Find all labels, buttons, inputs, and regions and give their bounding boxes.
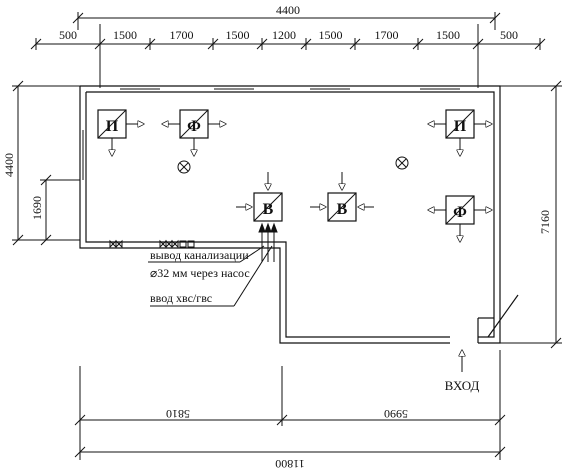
cross-circle-icon <box>395 156 409 170</box>
exhaust-unit-1: В <box>236 172 283 222</box>
exhaust-unit-2: В <box>310 172 374 222</box>
bottom-right-dimension: 5990 <box>384 407 408 421</box>
filter-unit-1-label: Ф <box>187 118 201 135</box>
windows <box>82 88 460 180</box>
cross-circle-icon <box>177 160 191 174</box>
filter-unit-2-label: Ф <box>453 204 467 221</box>
supply-unit-1-label: П <box>106 118 119 135</box>
filter-unit-2: Ф <box>428 195 492 242</box>
right-dimension <box>500 80 562 349</box>
top-dimensions <box>30 12 546 88</box>
valve-icon <box>109 239 195 249</box>
right-length-dimension: 7160 <box>538 210 552 234</box>
top-segment-dimension: 1500 <box>436 28 460 42</box>
top-segment-dimension: 1500 <box>113 28 137 42</box>
exhaust-unit-2-label: В <box>337 201 348 218</box>
top-segment-dimension: 1500 <box>319 28 343 42</box>
exhaust-unit-1-label: В <box>263 201 274 218</box>
bottom-left-dimension: 5810 <box>166 407 190 421</box>
bottom-dimensions <box>74 350 506 460</box>
top-segment-dimension: 1700 <box>375 28 399 42</box>
top-segment-dimension: 1200 <box>272 28 296 42</box>
left-height-dimension: 4400 <box>2 153 16 177</box>
sewer-outlet-label: вывод канализации <box>150 248 249 262</box>
supply-unit-2: П <box>428 109 492 156</box>
left-dimensions <box>12 80 80 246</box>
entrance-label: ВХОД <box>445 378 480 393</box>
walls <box>79 85 519 344</box>
left-lower-dimension: 1690 <box>30 196 44 220</box>
supply-unit-2-label: П <box>454 118 467 135</box>
top-segment-dimension: 500 <box>59 28 77 42</box>
filter-unit-1: Ф <box>162 109 226 156</box>
water-inlet-label: ввод хвс/гвс <box>150 291 212 305</box>
top-segment-dimension: 1500 <box>226 28 250 42</box>
top-segment-dimension: 500 <box>500 28 518 42</box>
top-total-dimension: 4400 <box>276 3 300 17</box>
pipe-arrows <box>258 222 278 233</box>
top-segment-labels: 500 1500 1700 1500 1200 1500 1700 1500 500 <box>59 28 518 42</box>
bottom-total-dimension: 11800 <box>275 457 305 471</box>
top-segment-dimension: 1700 <box>170 28 194 42</box>
sewer-pipe-label: ⌀32 мм через насос <box>150 266 250 280</box>
supply-unit-1: П <box>97 109 144 156</box>
